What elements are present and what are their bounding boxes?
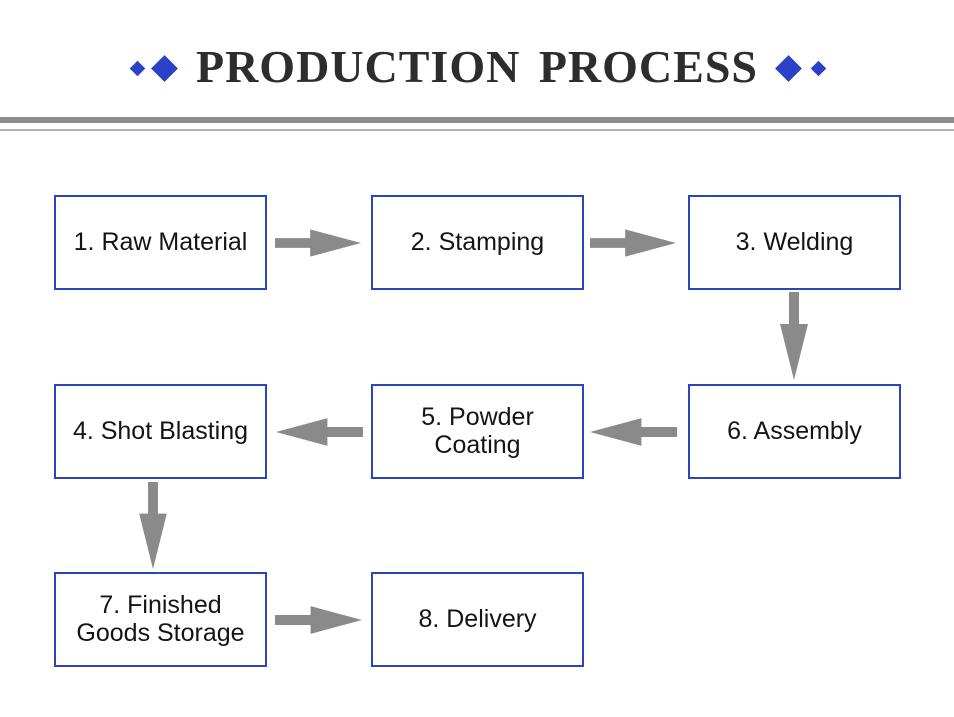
flow-box-powder-coating: 5. Powder Coating bbox=[371, 384, 584, 479]
flow-box-label: 4. Shot Blasting bbox=[72, 416, 249, 445]
flow-box-delivery: 8. Delivery bbox=[371, 572, 584, 667]
flow-box-raw-material: 1. Raw Material bbox=[54, 195, 267, 290]
flow-box-label: 6. Assembly bbox=[727, 416, 862, 445]
flow-box-label: 5. Powder Coating bbox=[421, 403, 534, 459]
arrow-right-stamping-to-welding-icon bbox=[590, 228, 676, 258]
flow-box-label: 8. Delivery bbox=[418, 604, 537, 633]
flow-box-label: 7. Finished Goods Storage bbox=[76, 591, 245, 647]
page-title: PRODUCTION PROCESS bbox=[195, 41, 758, 92]
flow-box-shot-blasting: 4. Shot Blasting bbox=[54, 384, 267, 479]
arrow-right-raw-material-to-stamping-icon bbox=[275, 228, 361, 258]
arrow-left-assembly-to-powder-coating-icon bbox=[590, 417, 677, 447]
flow-box-finished-goods-storage: 7. Finished Goods Storage bbox=[54, 572, 267, 667]
title-divider-thick bbox=[0, 117, 954, 123]
arrow-down-welding-to-assembly-icon bbox=[779, 292, 809, 380]
flow-box-stamping: 2. Stamping bbox=[371, 195, 584, 290]
flow-box-label: 3. Welding bbox=[735, 227, 854, 256]
flow-box-label: 1. Raw Material bbox=[73, 227, 248, 256]
flow-box-welding: 3. Welding bbox=[688, 195, 901, 290]
title-divider-thin bbox=[0, 129, 954, 131]
flow-box-label: 2. Stamping bbox=[410, 227, 545, 256]
arrow-down-shot-blasting-to-finished-goods-icon bbox=[138, 482, 168, 569]
arrow-right-finished-goods-to-delivery-icon bbox=[275, 605, 362, 635]
flow-box-assembly: 6. Assembly bbox=[688, 384, 901, 479]
arrow-left-powder-coating-to-shot-blasting-icon bbox=[276, 417, 363, 447]
